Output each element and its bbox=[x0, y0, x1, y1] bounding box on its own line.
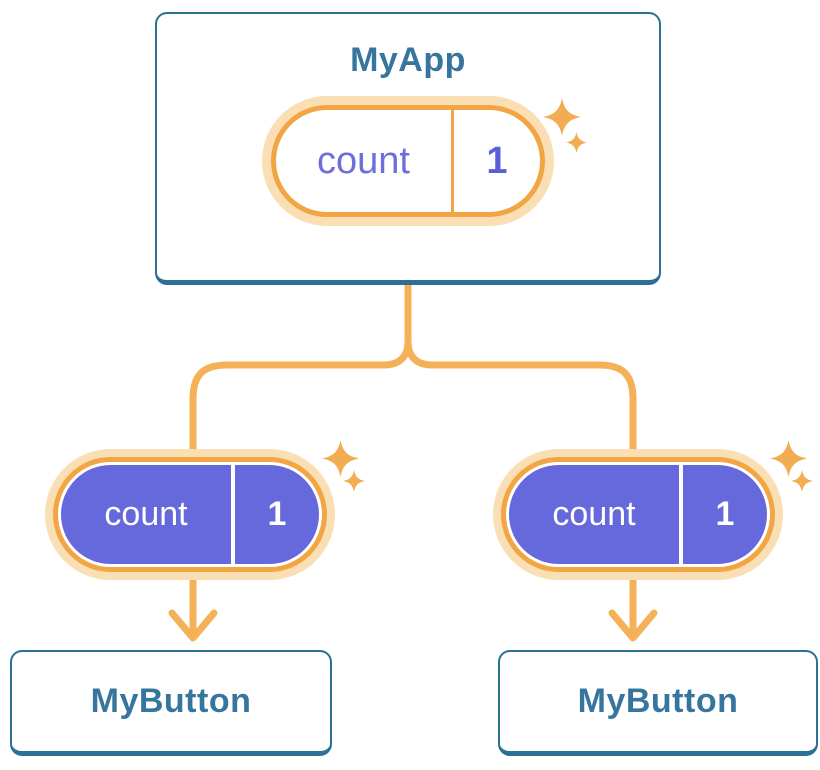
component-card-mybutton-left: MyButton bbox=[10, 650, 332, 756]
component-title: MyApp bbox=[350, 41, 466, 79]
state-label: count bbox=[104, 495, 188, 533]
sparkle-icon bbox=[543, 98, 581, 136]
sparkle-icon bbox=[322, 440, 359, 477]
state-pill-child-right: count 1 bbox=[493, 449, 783, 580]
connector-right-branch bbox=[404, 341, 637, 452]
sparkle-icon bbox=[791, 470, 813, 492]
sparkle-icon bbox=[343, 470, 365, 492]
connector-stem-left-branch bbox=[189, 285, 412, 452]
state-label: count bbox=[317, 139, 410, 182]
state-pill-child-left: count 1 bbox=[45, 449, 335, 580]
arrow-down-icon bbox=[168, 574, 218, 642]
component-card-mybutton-right: MyButton bbox=[498, 650, 818, 756]
component-title: MyButton bbox=[90, 682, 252, 720]
component-title: MyButton bbox=[577, 682, 739, 720]
state-label: count bbox=[552, 495, 636, 533]
state-value: 1 bbox=[231, 465, 319, 564]
state-value: 1 bbox=[679, 465, 767, 564]
arrow-down-icon bbox=[608, 574, 658, 642]
state-pill-root: count 1 bbox=[262, 96, 554, 226]
state-value: 1 bbox=[451, 110, 540, 212]
sparkle-icon bbox=[566, 132, 587, 153]
sparkle-icon bbox=[770, 440, 807, 477]
